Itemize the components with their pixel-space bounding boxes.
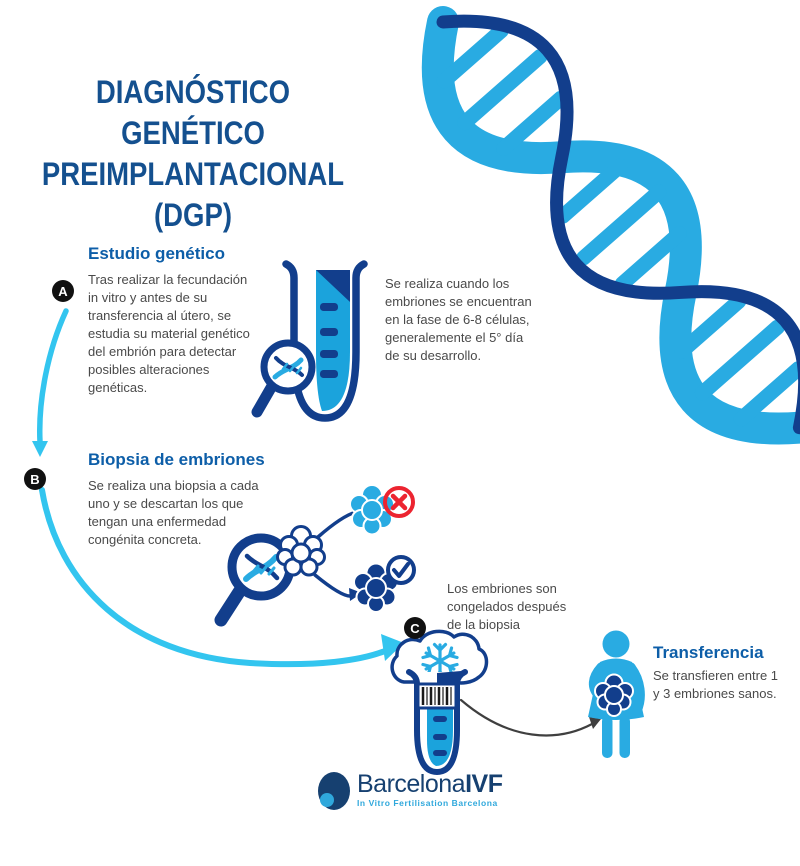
step-c-marker: C (404, 617, 426, 639)
test-tube-icon (282, 260, 368, 422)
healthy-embryo-icon (353, 562, 399, 613)
biopsy-magnifier-icon (214, 533, 295, 627)
step-b-letter: B (30, 471, 40, 487)
step-b-body: Se realiza una biopsia a cada uno y se d… (88, 478, 259, 547)
check-circle-icon (386, 555, 416, 585)
embryo-outline-icon (276, 525, 326, 577)
step-c-letter: C (410, 620, 420, 636)
keep-arrow-icon (313, 573, 362, 601)
step-c-note: Los embriones son congelados después de … (447, 581, 567, 632)
logo-brand-regular: Barcelona (357, 770, 466, 798)
step-a-heading: Estudio genético (88, 244, 225, 263)
logo-cell-icon (318, 772, 350, 810)
step-b-marker: B (24, 468, 46, 490)
logo-brand-text: BarcelonaIVF (357, 770, 503, 798)
step-a-body: Tras realizar la fecundación in vitro y … (88, 272, 250, 395)
step-a-note: Se realiza cuando los embriones se encue… (385, 276, 532, 363)
discarded-embryo-icon (349, 484, 395, 536)
transfer-heading: Transferencia (653, 643, 764, 662)
logo-text: BarcelonaIVF In Vitro Fertilisation Barc… (357, 770, 503, 808)
infographic-title: DIAGNÓSTICO GENÉTICO PREIMPLANTACIONAL (… (41, 74, 345, 233)
dna-helix-icon (421, 6, 800, 445)
barcode-tube-icon (406, 669, 468, 775)
magnifier-dna-icon (251, 339, 316, 418)
woman-figure-icon (588, 630, 645, 758)
logo-tagline: In Vitro Fertilisation Barcelona (357, 798, 498, 808)
embryo-in-womb-icon (594, 673, 634, 717)
transfer-arrow-icon (459, 698, 601, 737)
step-b-heading: Biopsia de embriones (88, 450, 265, 469)
logo-brand-bold: IVF (465, 770, 503, 798)
step-a-marker: A (52, 280, 74, 302)
step-a-letter: A (58, 283, 68, 299)
transfer-body: Se transfieren entre 1 y 3 embriones san… (653, 668, 779, 701)
arrow-a-to-b-icon (32, 308, 69, 457)
x-circle-icon (383, 486, 415, 518)
arrow-b-to-c-icon (39, 487, 404, 668)
brand-logo: BarcelonaIVF In Vitro Fertilisation Barc… (316, 770, 503, 815)
